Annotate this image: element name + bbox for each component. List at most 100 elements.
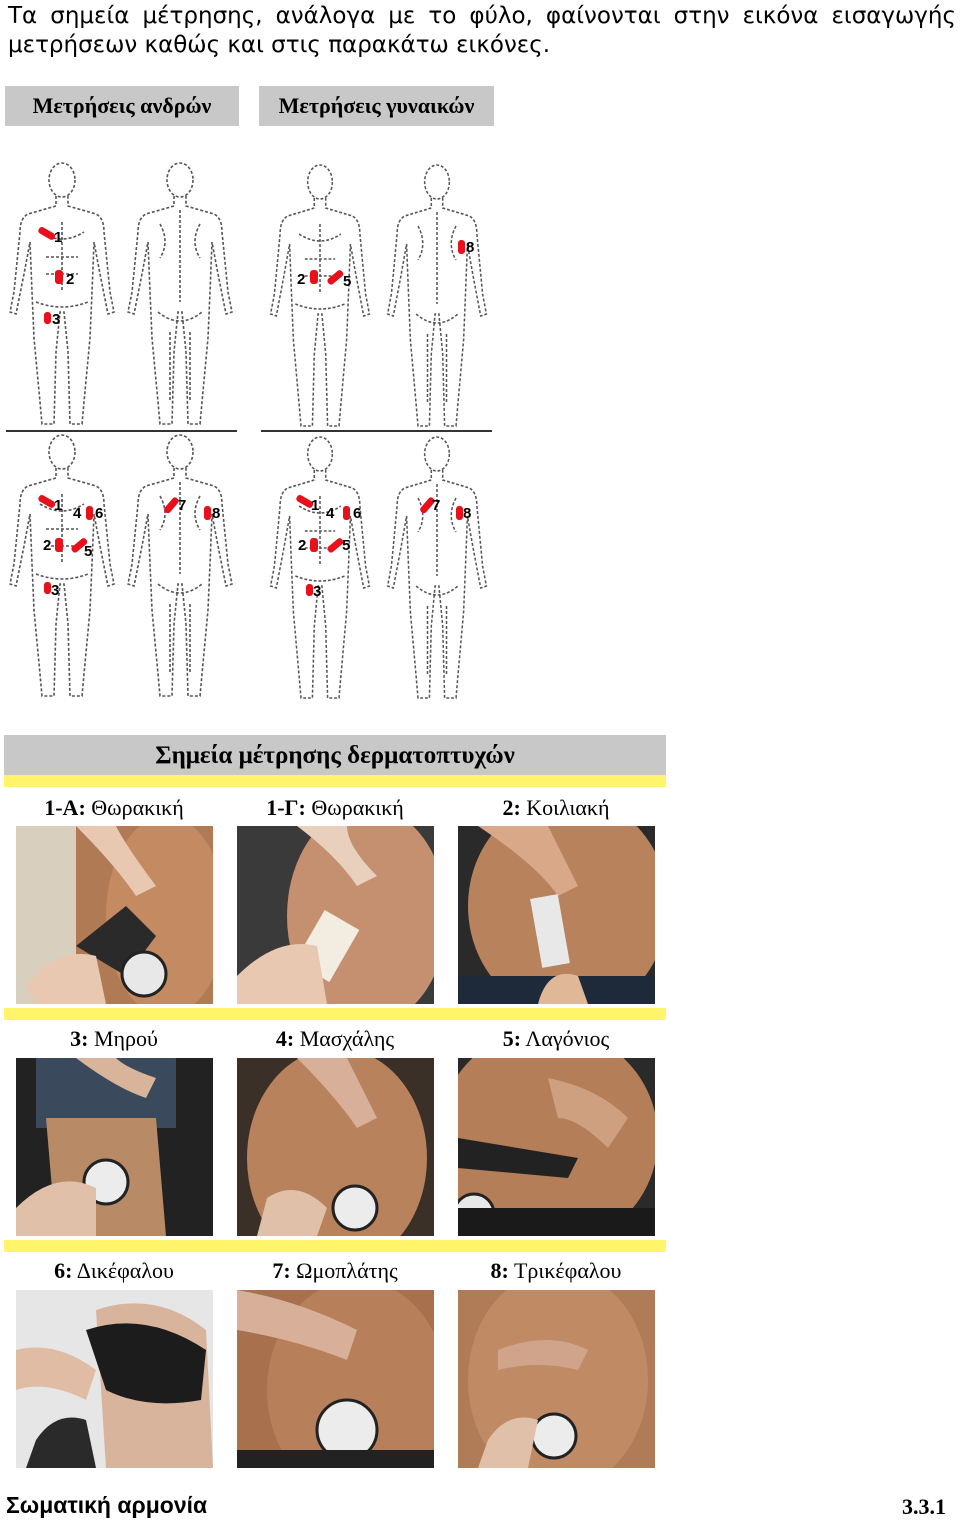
marker-5 [71,538,88,553]
marker-label: 3 [51,582,59,599]
site-code: 4: [275,1026,295,1051]
photo-thigh [16,1058,213,1236]
marker-8 [204,506,211,520]
men-figures-top [9,162,233,425]
photo-suprailiac [458,1058,655,1236]
marker-7 [164,497,179,514]
marker-label: 1 [54,497,62,514]
women-measurements-tab: Μετρήσεις γυναικών [259,86,494,126]
marker-2 [310,538,318,552]
figure-divider-women [261,430,492,432]
site-caption: 5: Λαγόνιος [446,1025,666,1053]
photo-chest-c [237,826,434,1004]
figure-divider-men [6,430,237,432]
marker-label: 1 [311,497,319,514]
yellow-divider [4,1240,666,1252]
marker-label: 7 [178,497,186,514]
marker-label: 5 [343,273,351,290]
marker-label: 2 [43,537,51,554]
skinfold-section-title: Σημεία μέτρησης δερματοπτυχών [4,735,666,775]
yellow-divider [4,1008,666,1020]
site-code: 8: [490,1258,509,1283]
marker-5 [327,538,344,553]
photo-abdominal [458,826,655,1004]
intro-line-2: μετρήσεων καθώς και στις παρακάτω εικόνε… [8,32,551,58]
marker-label: 3 [52,311,60,328]
site-name: Μασχάλης [299,1026,395,1051]
site-name: Δικέφαλου [76,1258,174,1283]
site-caption: 7: Ωμοπλάτης [225,1257,445,1285]
marker-2 [55,270,63,284]
women-figures-bottom [269,436,488,699]
photo-biceps [16,1290,213,1468]
marker-label: 2 [298,537,306,554]
marker-3 [44,312,51,324]
women-markers-top: 2 5 8 [297,239,474,290]
men-measurements-tab: Μετρήσεις ανδρών [5,86,239,126]
site-code: 5: [502,1026,522,1051]
body-diagrams: 1 2 3 2 5 8 1 4 6 2 5 3 7 8 [6,162,492,699]
site-caption: 4: Μασχάλης [225,1025,445,1053]
marker-label: 4 [73,505,82,522]
site-code: 1-Γ: [266,795,306,820]
men-markers-bottom: 1 4 6 2 5 3 7 8 [38,495,220,599]
marker-5 [327,270,344,285]
marker-label: 1 [54,229,62,246]
site-caption: 3: Μηρού [4,1025,224,1053]
marker-2 [55,538,63,552]
intro-line-1: Τα σημεία μέτρησης, ανάλογα με το φύλο, … [8,3,956,29]
marker-label: 6 [95,505,103,522]
yellow-divider [4,775,666,787]
photo-axillary [237,1058,434,1236]
site-name: Κοιλιακή [526,795,610,820]
marker-label: 8 [463,505,471,522]
men-markers-top: 1 2 3 [38,227,74,328]
site-code: 6: [54,1258,73,1283]
marker-label: 5 [342,537,350,554]
site-caption: 1-Α: Θωρακική [4,794,224,822]
marker-label: 3 [313,583,321,600]
site-caption: 2: Κοιλιακή [446,794,666,822]
site-caption: 1-Γ: Θωρακική [225,794,445,822]
marker-label: 4 [326,505,335,522]
marker-6 [86,506,93,520]
marker-label: 8 [212,505,220,522]
marker-label: 7 [432,497,440,514]
marker-2 [310,270,318,284]
marker-6 [343,506,350,520]
marker-label: 8 [466,239,474,256]
site-code: 7: [272,1258,291,1283]
site-code: 1-Α: [44,795,86,820]
marker-7 [420,497,435,514]
site-code: 2: [502,795,521,820]
photo-chest-a [16,826,213,1004]
marker-8 [458,240,465,254]
site-name: Ωμοπλάτης [296,1258,398,1283]
women-markers-bottom: 1 4 6 2 5 3 7 8 [296,495,471,600]
marker-1 [296,495,314,508]
marker-label: 5 [84,543,92,560]
marker-label: 2 [297,271,305,288]
intro-paragraph: Τα σημεία μέτρησης, ανάλογα με το φύλο, … [8,2,956,60]
marker-1 [38,495,56,508]
men-figures-bottom [9,434,233,697]
marker-8 [456,506,463,520]
photo-subscapular [237,1290,434,1468]
marker-3 [44,582,51,594]
marker-label: 6 [353,505,361,522]
marker-1 [38,227,56,240]
marker-3 [306,584,313,596]
page-number: 3.3.1 [902,1494,946,1519]
site-name: Τρικέφαλου [513,1258,622,1283]
photo-triceps [458,1290,655,1468]
site-caption: 6: Δικέφαλου [4,1257,224,1285]
marker-label: 2 [66,271,74,288]
site-name: Μηρού [93,1026,158,1051]
women-figures-top [269,164,488,427]
footer-title: Σωματική αρμονία [6,1492,208,1518]
site-code: 3: [70,1026,89,1051]
site-name: Θωρακική [91,795,184,820]
site-name: Λαγόνιος [525,1026,610,1051]
site-caption: 8: Τρικέφαλου [446,1257,666,1285]
site-name: Θωρακική [311,795,404,820]
